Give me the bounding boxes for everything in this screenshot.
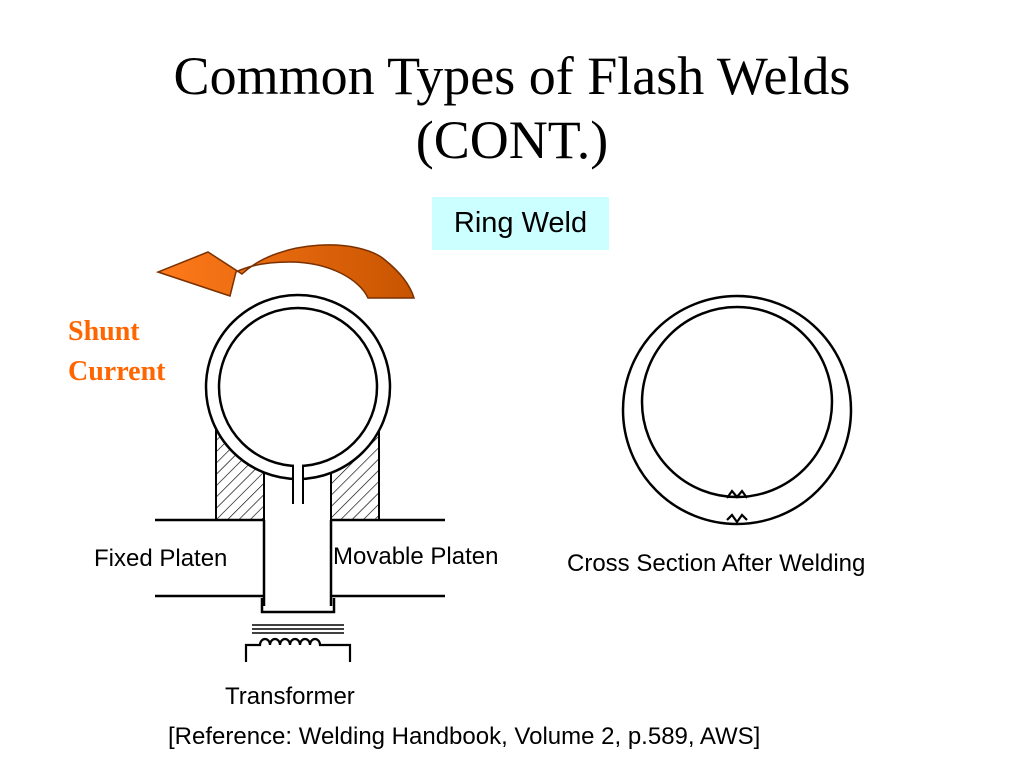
shunt-label-line-1: Shunt [68, 316, 140, 347]
weld-gap [294, 464, 302, 506]
ring-weld-label: Ring Weld [432, 197, 609, 250]
title-line-2: (CONT.) [415, 110, 609, 170]
movable-platen-label: Movable Platen [333, 543, 499, 570]
cross-section-ring [621, 294, 853, 526]
title-line-1: Common Types of Flash Welds [173, 46, 851, 106]
slide-title: Common Types of Flash Welds (CONT.) [0, 44, 1024, 172]
shunt-label-line-2: Current [68, 356, 166, 387]
fixed-platen [155, 518, 266, 598]
shunt-current-arrow [155, 244, 416, 299]
cross-section-label: Cross Section After Welding [567, 550, 866, 577]
shunt-current-label: Shunt Current [68, 312, 165, 392]
reference-citation: [Reference: Welding Handbook, Volume 2, … [168, 723, 761, 750]
transformer-symbol [244, 624, 352, 662]
ring-workpiece [204, 293, 392, 481]
secondary-loop [260, 596, 336, 614]
transformer-label: Transformer [225, 683, 355, 710]
movable-platen [329, 518, 445, 598]
fixed-platen-label: Fixed Platen [94, 545, 228, 572]
